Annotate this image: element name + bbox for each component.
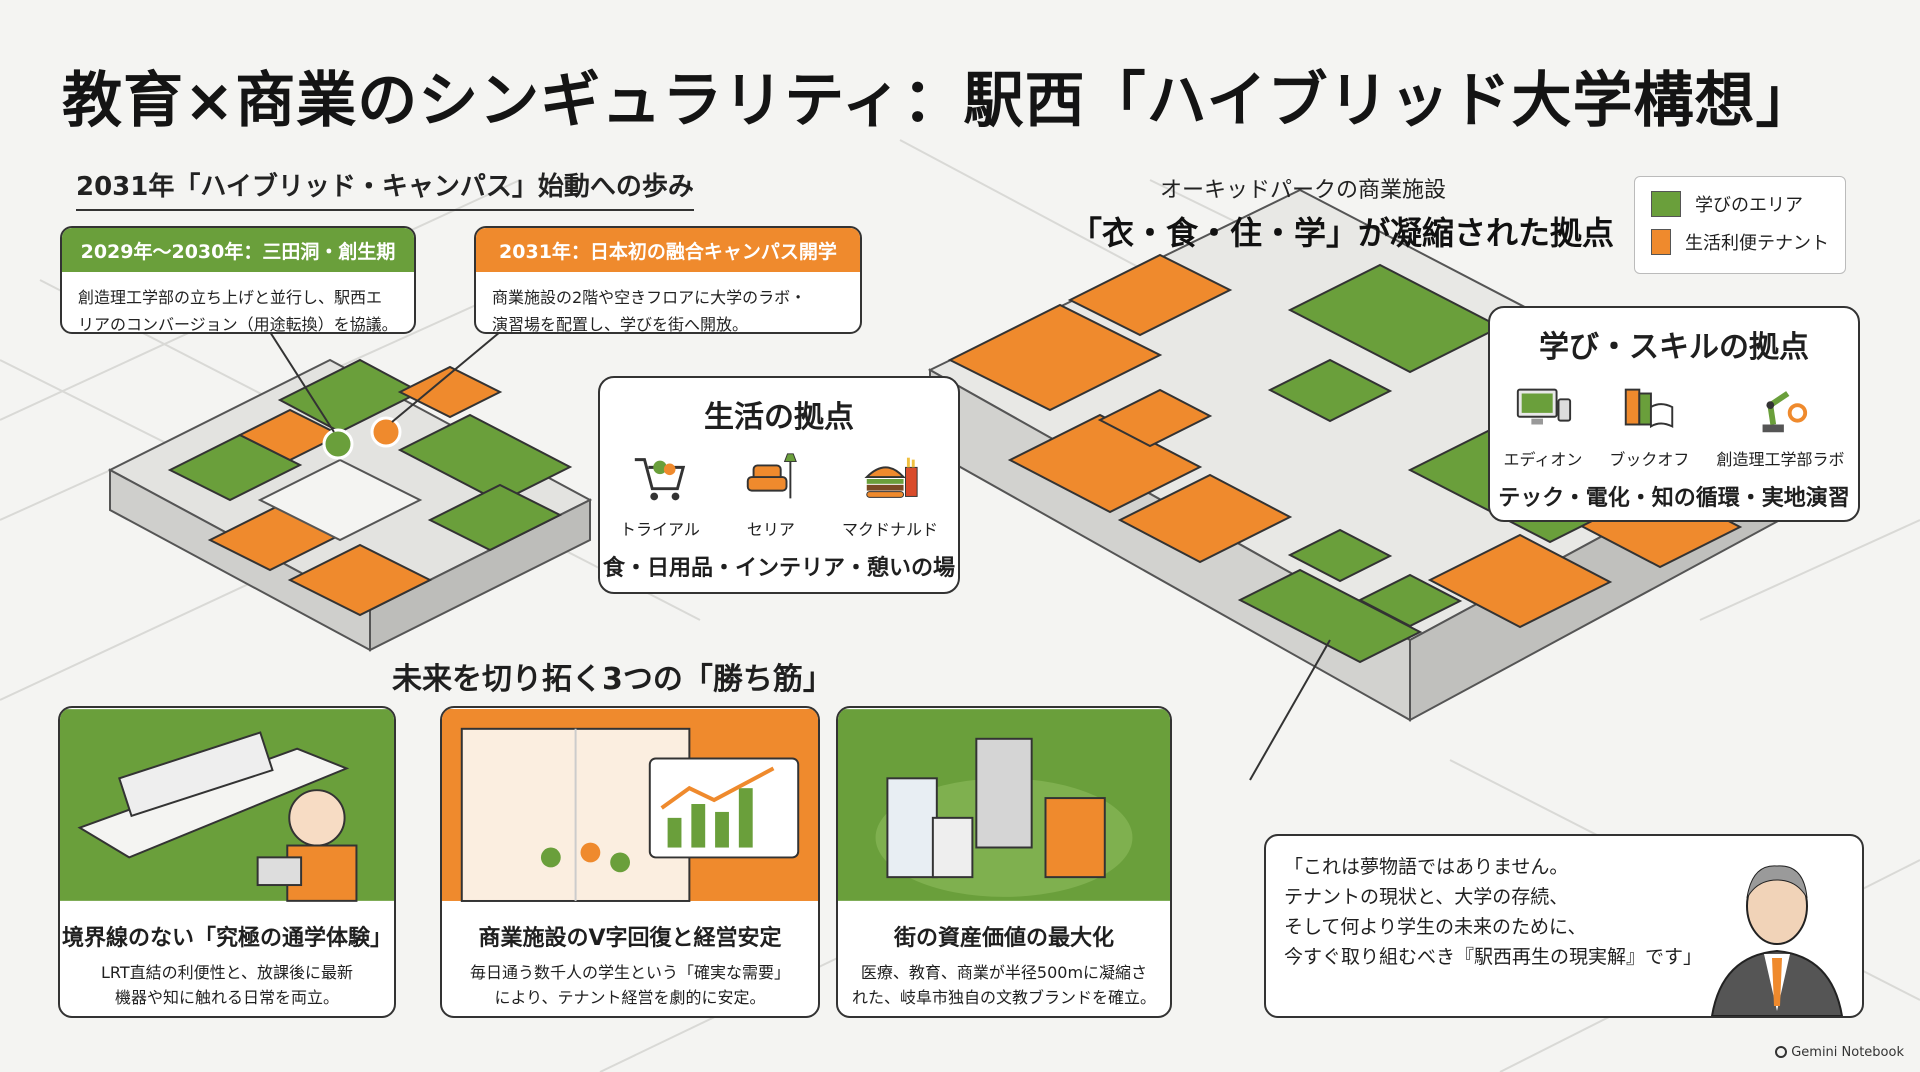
brand-watermark: Gemini Notebook: [1775, 1045, 1904, 1060]
brand-label: Gemini Notebook: [1791, 1045, 1904, 1060]
strategy-title: 商業施設のV字回復と経営安定: [478, 926, 782, 951]
robot-arm-icon: [1763, 391, 1808, 433]
legend-swatch-green: [1651, 191, 1681, 217]
books-icon: [1625, 388, 1674, 429]
strategy-text-line: 毎日通う数千人の学生という「確実な需要」: [469, 963, 790, 982]
quote-line: テナントの現状と、大学の存続、: [1284, 886, 1569, 908]
life-hub-title: 生活の拠点: [704, 400, 854, 435]
life-hub-item: マクドナルド: [842, 448, 938, 540]
life-hub-callout: 生活の拠点 トライアル セリア: [598, 376, 960, 594]
armchair-icon: [746, 453, 797, 499]
legend-item-tenant: 生活利便テナント: [1651, 229, 1829, 255]
orchid-title: 「衣・食・住・学」が凝縮された拠点: [1070, 214, 1615, 252]
orchid-park-building-illustration: [927, 188, 1783, 781]
strategy-card-commerce: 商業施設のV字回復と経営安定 毎日通う数千人の学生という「確実な需要」 により、…: [440, 706, 820, 1018]
burger-icon: [864, 457, 918, 498]
strategy-card-commute: 境界線のない「究極の通学体験」 LRT直結の利便性と、放課後に最新 機器や知に触…: [58, 706, 396, 1018]
phase-heading: 2031年：日本初の融合キャンパス開学: [476, 228, 860, 272]
page-title: 教育×商業のシンギュラリティ：駅西「ハイブリッド大学構想」: [62, 66, 1817, 136]
life-hub-item-label: トライアル: [620, 520, 700, 539]
legend-item-learning: 学びのエリア: [1651, 191, 1829, 217]
learning-hub-item: ブックオフ: [1609, 378, 1689, 470]
legend-swatch-orange: [1651, 229, 1671, 255]
learning-hub-item-label: 創造理工学部ラボ: [1716, 450, 1845, 469]
mall-growth-illustration: [442, 709, 818, 902]
learning-hub-footer: テック・電化・知の循環・実地演習: [1498, 486, 1850, 511]
city-buildings-illustration: [838, 709, 1170, 901]
legend-label: 生活利便テナント: [1685, 233, 1829, 254]
roadmap-title: 2031年「ハイブリッド・キャンパス」始動への歩み: [76, 166, 694, 211]
president-portrait: [1710, 865, 1844, 1016]
orchid-subtitle: オーキッドパークの商業施設: [1160, 178, 1447, 203]
legend-label: 学びのエリア: [1695, 195, 1803, 216]
learning-hub-title: 学び・スキルの拠点: [1539, 330, 1809, 365]
learning-hub-item: 創造理工学部ラボ: [1716, 378, 1844, 470]
phase-heading: 2029年〜2030年：三田洞・創生期: [62, 228, 414, 272]
strategy-title: 街の資産価値の最大化: [893, 926, 1114, 951]
quote-line: 今すぐ取り組むべき『駅西再生の現実解』です」: [1284, 946, 1703, 968]
phase-text-line: リアのコンバージョン（用途転換）を協議。: [78, 315, 398, 334]
strategy-text-line: 機器や知に触れる日常を両立。: [114, 988, 339, 1007]
strategy-text-line: LRT直結の利便性と、放課後に最新: [100, 963, 353, 982]
phase-card-founding: 2029年〜2030年：三田洞・創生期 創造理工学部の立ち上げと並行し、駅西エ …: [60, 226, 416, 334]
strategy-card-asset-value: 街の資産価値の最大化 医療、教育、商業が半径500mに凝縮さ れた、岐阜市独自の…: [836, 706, 1172, 1018]
computer-icon: [1516, 388, 1572, 425]
small-building-illustration: [107, 331, 593, 652]
student-tram-illustration: [60, 709, 394, 902]
life-hub-item: セリア: [740, 448, 802, 540]
strategy-text-line: れた、岐阜市独自の文教ブランドを確立。: [851, 988, 1156, 1007]
life-hub-footer: 食・日用品・インテリア・憩いの場: [602, 556, 955, 581]
quote-line: そして何より学生の未来のために、: [1284, 916, 1587, 938]
learning-hub-item-label: エディオン: [1503, 450, 1583, 469]
learning-hub-item: エディオン: [1503, 378, 1583, 470]
shopping-cart-icon: [634, 458, 686, 501]
quote-line: 「これは夢物語ではありません。: [1284, 856, 1569, 878]
phase-text-line: 商業施設の2階や空きフロアに大学のラボ・: [492, 288, 807, 307]
learning-hub-item-label: ブックオフ: [1609, 450, 1690, 469]
strategy-title: 境界線のない「究極の通学体験」: [61, 926, 392, 951]
learning-hub-callout: 学び・スキルの拠点 エディオン ブックオフ: [1488, 306, 1860, 522]
phase-text-line: 創造理工学部の立ち上げと並行し、駅西エ: [78, 288, 383, 307]
life-hub-item-label: セリア: [746, 520, 795, 539]
life-hub-item-label: マクドナルド: [841, 520, 938, 539]
phase-text-line: 演習場を配置し、学びを街へ開放。: [492, 315, 749, 334]
president-quote: 「これは夢物語ではありません。 テナントの現状と、大学の存続、 そして何より学生…: [1264, 834, 1864, 1018]
phase-card-opening: 2031年：日本初の融合キャンパス開学 商業施設の2階や空きフロアに大学のラボ・…: [474, 226, 862, 334]
legend: 学びのエリア 生活利便テナント: [1634, 176, 1846, 274]
strategy-text-line: により、テナント経営を劇的に安定。: [494, 988, 766, 1007]
strategy-text-line: 医療、教育、商業が半径500mに凝縮さ: [860, 963, 1148, 982]
brand-logo-icon: [1775, 1046, 1788, 1058]
life-hub-item: トライアル: [620, 448, 700, 540]
winning-section-title: 未来を切り拓く3つの「勝ち筋」: [392, 662, 833, 697]
